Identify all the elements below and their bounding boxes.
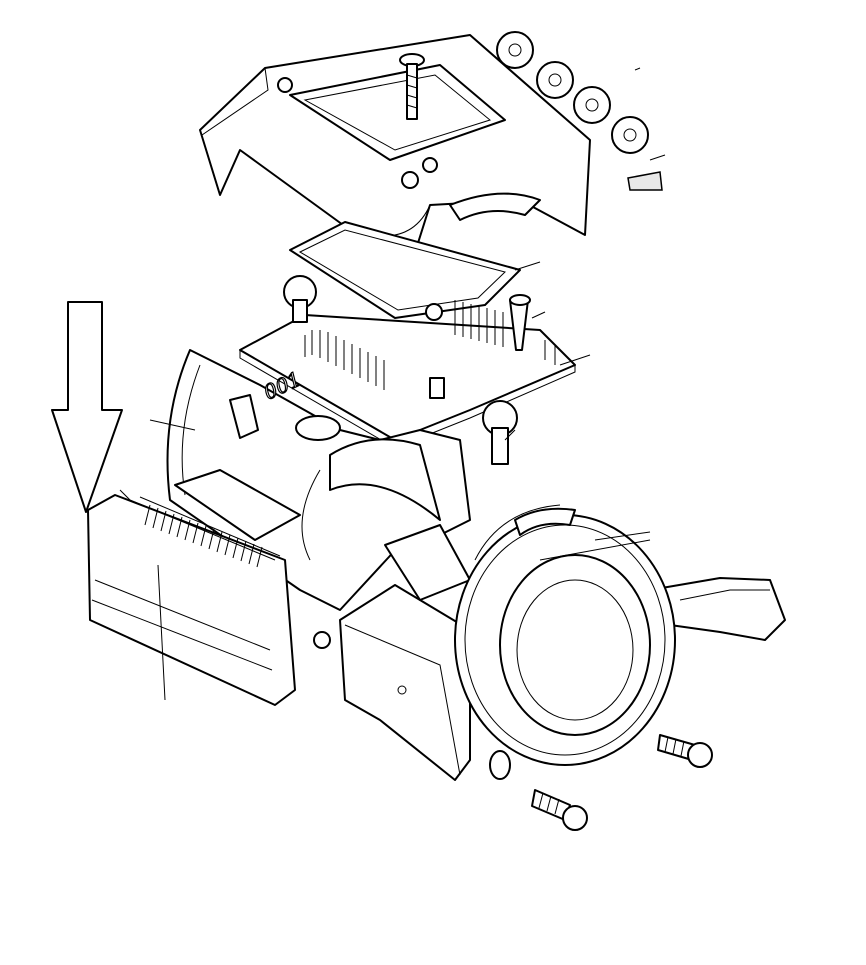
- ribbon-connector: [174, 469, 301, 541]
- down-arrow-indicator: [51, 301, 123, 513]
- cover-screw: [399, 53, 425, 120]
- standoffs: [283, 275, 518, 465]
- small-screw: [627, 171, 663, 191]
- motor-housing-block: [339, 524, 511, 781]
- loose-screws: [531, 734, 713, 831]
- mounting-ring: [454, 504, 786, 766]
- display-window: [289, 221, 521, 319]
- gasket-rings: [496, 31, 649, 154]
- leader-lines: [119, 67, 666, 541]
- front-panel: [87, 494, 331, 706]
- top-cover: [199, 34, 591, 301]
